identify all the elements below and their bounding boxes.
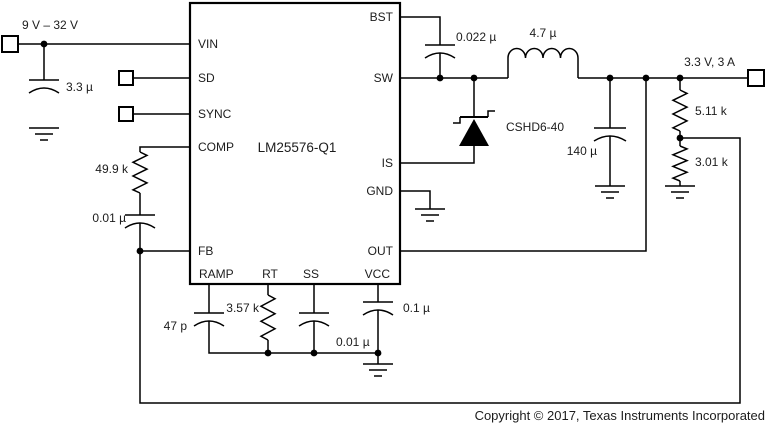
fb-top-resistor-value: 5.11 k [695,104,728,118]
bst-capacitor [424,44,456,59]
output-capacitor [593,127,627,199]
input-cap-value: 3.3 µ [66,80,93,94]
sync-terminal [118,106,134,122]
comp-capacitor [124,214,156,229]
diode-part-number: CSHD6-40 [506,120,564,134]
fb-top-resistor [671,89,689,132]
vcc-capacitor [362,301,394,377]
ic-name: LM25576-Q1 [258,140,337,155]
ramp-capacitor [193,312,225,327]
gnd-pin-ground [414,208,446,222]
copyright-notice: Copyright © 2017, Texas Instruments Inco… [475,408,765,423]
pin-label-vin: VIN [198,37,218,51]
comp-resistor-value: 49.9 k [95,162,129,176]
ss-capacitor [298,312,330,327]
input-capacitor [28,44,60,141]
sd-terminal [118,70,134,86]
schottky-diode [453,110,495,146]
pin-label-out: OUT [368,244,394,258]
pin-label-sync: SYNC [198,107,232,121]
inductor [507,47,579,78]
inductor-value: 4.7 µ [530,26,557,40]
fb-bottom-resistor-value: 3.01 k [695,155,729,169]
input-terminal [1,35,19,53]
ss-cap-value: 0.01 µ [336,335,370,349]
comp-resistor [131,151,149,194]
bst-cap-value: 0.022 µ [456,30,496,44]
comp-cap-value: 0.01 µ [92,211,126,225]
fb-bottom-resistor [664,145,696,199]
vcc-cap-value: 0.1 µ [403,301,430,315]
pin-label-sw: SW [374,71,394,85]
pin-label-fb: FB [198,244,213,258]
pin-label-vcc: VCC [365,267,391,281]
pin-label-ss: SS [303,267,319,281]
ic-lm25576: LM25576-Q1 VIN SD SYNC COMP FB RAMP BST … [188,1,402,286]
pin-label-gnd: GND [366,184,393,198]
pin-label-sd: SD [198,71,215,85]
pin-label-ramp: RAMP [199,267,234,281]
input-voltage-label: 9 V – 32 V [22,18,78,32]
pin-label-bst: BST [370,10,394,24]
pin-label-is: IS [382,156,393,170]
rt-resistor [259,294,277,341]
labels: 9 V – 32 V 3.3 µ 49.9 k 0.01 µ 0.022 µ 4… [22,18,735,349]
output-terminal [747,69,765,87]
ramp-cap-value: 47 p [164,319,188,333]
pin-label-comp: COMP [198,140,234,154]
rt-resistor-value: 3.57 k [226,301,260,315]
output-cap-value: 140 µ [567,144,597,158]
output-voltage-label: 3.3 V, 3 A [684,55,735,69]
ic-body [188,1,402,286]
junction-dots [40,40,684,357]
pin-label-rt: RT [262,267,278,281]
